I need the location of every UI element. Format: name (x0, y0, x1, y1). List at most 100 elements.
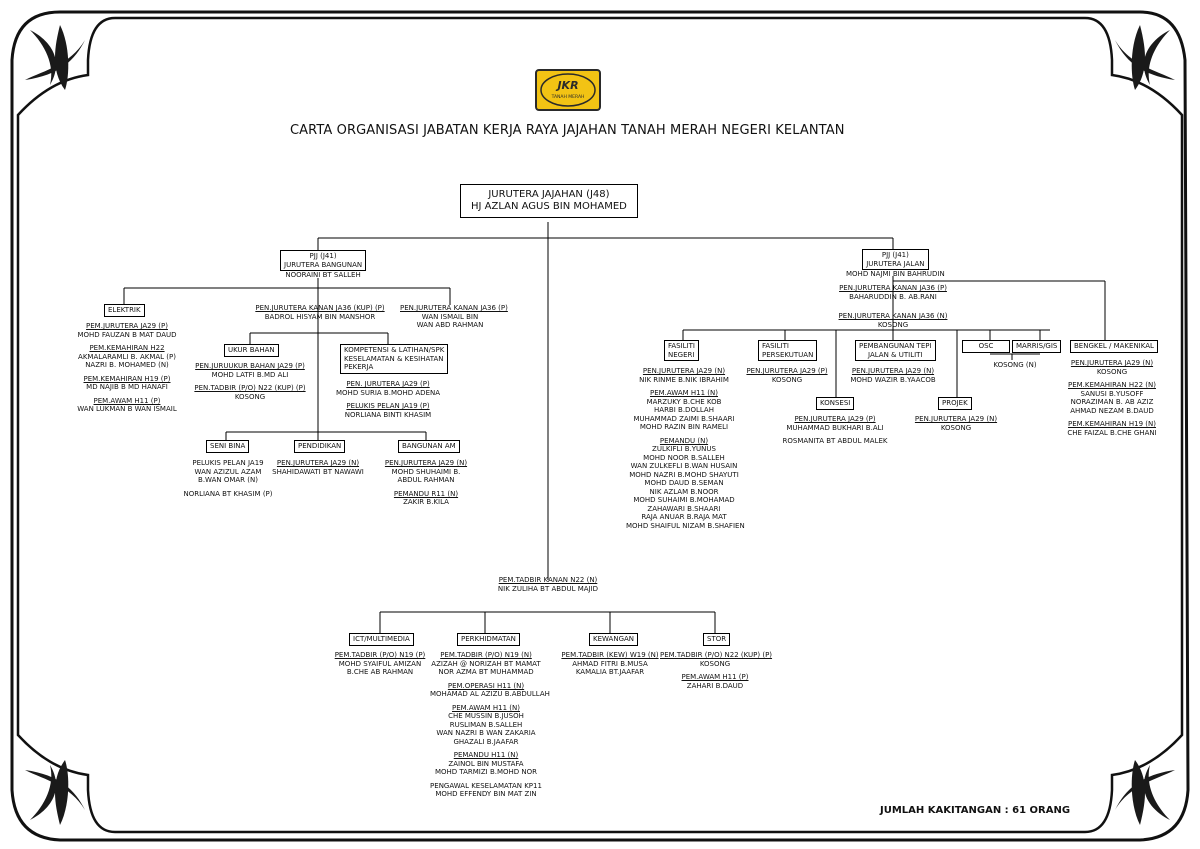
role-label: PEM.OPERASI H11 (N) (447, 681, 525, 690)
staff-name: BADROL HISYAM BIN MANSHOR (264, 312, 376, 321)
role-label: PEM.AWAM H11 (P) (93, 396, 161, 405)
staff-name: NIK ZULIHA BT ABDUL MAJID (497, 584, 599, 593)
fasiliti-negeri-staff: PEN.JURUTERA JA29 (N) NIK RINME B.NIK IB… (626, 367, 745, 530)
staff-name: KOSONG (699, 659, 731, 668)
role-label: PEN.JURUTERA JA29 (N) (276, 459, 360, 467)
staff-name: NIK RINME B.NIK IBRAHIM (639, 375, 729, 384)
jalan-ja36-n: PEN.JURUTERA KANAN JA36 (N) KOSONG (838, 312, 948, 329)
role-label: PEM.AWAM H11 (N) (649, 389, 718, 397)
role-label: PEM.AWAM H11 (N) (451, 703, 520, 712)
flourish-bottom-right-icon (1115, 760, 1175, 825)
staff-name: ZULKIFLI B.YUNUS (652, 445, 716, 453)
total-staff-count: JUMLAH KAKITANGAN : 61 ORANG (880, 805, 1071, 816)
ukur-bahan-staff: PEN.JURUUKUR BAHAN JA29 (P) MOHD LATFI B… (194, 362, 306, 401)
staff-name: MOHD RAZIN BIN RAMELI (639, 423, 729, 431)
staff-name: KOSONG (771, 375, 803, 384)
staff-name: MOHD SURIA B.MOHD ADENA (336, 388, 441, 397)
perkhidmatan-staff: PEM.TADBIR (P/O) N19 (N) AZIZAH @ NORIZA… (430, 651, 550, 799)
unit-stor-label: STOR (703, 633, 731, 646)
staff-name: B.WAN OMAR (N) (198, 476, 258, 484)
role-label: PEN.JURUTERA JA29 (P) (794, 415, 876, 423)
role-label: PEM.KEMAHIRAN H22 (89, 344, 165, 352)
staff-name: PENGAWAL KESELAMATAN KP11 (430, 781, 542, 790)
bangunan-ja36-kup: PEN.JURUTERA KANAN JA36 (KUP) (P) BADROL… (255, 304, 385, 321)
role-label: PEMANDU (N) (659, 436, 709, 445)
unit-bangunan-am-label: BANGUNAN AM (398, 440, 460, 453)
unit-perkhidmatan-label: PERKHIDMATAN (457, 633, 520, 646)
staff-name: NOR AZMA BT MUHAMMAD (438, 668, 534, 676)
staff-name: SANUSI B.YUSOFF (1080, 389, 1144, 398)
jalan-ja36-p: PEN.JURUTERA KANAN JA36 (P) BAHARUDDIN B… (838, 284, 948, 301)
flourish-top-right-icon (1115, 25, 1175, 90)
unit-label-line: PEKERJA (344, 363, 374, 371)
staff-name: MOHD SYAIFUL AMIZAN (338, 659, 422, 668)
staff-name: MOHD NOOR B.SALLEH (643, 453, 725, 462)
staff-name: MOHD WAZIR B.YAACOB (850, 375, 936, 384)
marris-gis-staff-name: KOSONG (N) (993, 361, 1037, 369)
staff-name: WAN LUKMAN B WAN ISMAIL (77, 405, 177, 413)
pendidikan-staff: PEN.JURUTERA JA29 (N) SHAHIDAWATI BT NAW… (266, 459, 370, 476)
staff-name: ZAKIR B.KILA (403, 498, 449, 506)
elektrik-staff: PEM.JURUTERA JA29 (P) MOHD FAUZAN B MAT … (72, 322, 182, 414)
chief-name: HJ AZLAN AGUS BIN MOHAMED (471, 201, 627, 212)
role-label: PEMANDU H11 (N) (453, 751, 519, 759)
staff-name: KAMALIA BT.JAAFAR (575, 668, 645, 676)
role-label: PEN.JURUTERA KANAN JA36 (N) (838, 312, 948, 320)
staff-name: MOHD SHAIFUL NIZAM B.SHAFIEN (626, 521, 745, 530)
role-label: PEN.JURUTERA JA29 (N) (1070, 359, 1154, 367)
jalan-head-grade: PJJ (J41) (881, 251, 909, 259)
konsesi-staff: PEN.JURUTERA JA29 (P) MUHAMMAD BUKHARI B… (780, 415, 890, 446)
role-label: PEN.JURUTERA JA29 (N) (851, 367, 935, 375)
staff-name: MOHD FAUZAN B MAT DAUD (77, 330, 177, 339)
staff-name: NIK AZLAM B.NOOR (649, 487, 719, 496)
admin-head: PEM.TADBIR KANAN N22 (N) NIK ZULIHA BT A… (493, 576, 603, 593)
staff-name: KOSONG (940, 423, 972, 432)
unit-label-line: FASILITI (668, 342, 695, 350)
staff-name: RAJA ANUAR B.RAJA MAT (641, 513, 727, 521)
seni-bina-staff: PELUKIS PELAN JA19 WAN AZIZUL AZAM B.WAN… (176, 459, 280, 498)
staff-name: GHAZALI B.JAAFAR (453, 737, 519, 746)
staff-name: MOHD DAUD B.SEMAN (644, 479, 724, 487)
role-label: PEN.JURUTERA JA29 (N) (642, 367, 726, 375)
unit-fasiliti-persekutuan-label: FASILITI PERSEKUTUAN (758, 340, 818, 361)
unit-ict-label: ICT/MULTIMEDIA (349, 633, 414, 646)
role-label: PEM.TADBIR (P/O) N22 (KUP) (P) (660, 651, 773, 659)
staff-name: WAN ABD RAHMAN (416, 321, 484, 329)
role-label: PEN.JURUUKUR BAHAN JA29 (P) (195, 362, 305, 370)
role-label: PEN.JURUTERA JA29 (P) (746, 367, 828, 375)
bangunan-head-name: NOORAINI BT SALLEH (285, 271, 361, 279)
unit-projek-label: PROJEK (938, 397, 972, 410)
chief-role: JURUTERA JAJAHAN (J48) (488, 189, 610, 200)
pembangunan-staff: PEN.JURUTERA JA29 (N) MOHD WAZIR B.YAACO… (846, 367, 940, 384)
staff-name: ZAHAWARI B.SHAARI (647, 504, 721, 513)
staff-name: ZAHARI B.DAUD (686, 681, 744, 690)
staff-name: MOHD SUHAIMI B.MOHAMAD (633, 496, 735, 504)
role-label: PEN.TADBIR (P/O) N22 (KUP) (P) (194, 384, 306, 392)
bangunan-head: PJJ (J41) JURUTERA BANGUNAN NOORAINI BT … (280, 250, 367, 280)
role-label: PEN.JURUTERA KANAN JA36 (KUP) (P) (255, 304, 385, 312)
staff-name: ABDUL RAHMAN (397, 476, 455, 484)
role-label: PEM.KEMAHIRAN H19 (N) (1067, 420, 1156, 428)
unit-label-line: JALAN & UTILITI (868, 350, 923, 359)
role-label: PEM.KEMAHIRAN H22 (N) (1067, 381, 1156, 389)
jalan-head-name: MOHD NAJMI BIN BAHRUDIN (846, 270, 945, 278)
role-label: PEM.AWAM H11 (P) (681, 673, 749, 681)
chief-box: JURUTERA JAJAHAN (J48) HJ AZLAN AGUS BIN… (460, 184, 638, 218)
unit-label-line: PERSEKUTUAN (762, 350, 814, 359)
staff-name: ROSMANITA BT ABDUL MALEK (782, 437, 888, 445)
ict-staff: PEM.TADBIR (P/O) N19 (P) MOHD SYAIFUL AM… (332, 651, 428, 677)
stor-staff: PEM.TADBIR (P/O) N22 (KUP) (P) KOSONG PE… (660, 651, 773, 690)
role-label: PELUKIS PELAN JA19 (P) (346, 402, 430, 410)
role-label: PEM.TADBIR (KEW) W19 (N) (561, 651, 659, 659)
role-label: PEM.TADBIR KANAN N22 (N) (498, 576, 598, 584)
unit-label-line: FASILITI (762, 342, 789, 350)
staff-name: NORAZIMAN B. AB AZIZ (1070, 398, 1154, 406)
kewangan-staff: PEM.TADBIR (KEW) W19 (N) AHMAD FITRI B.M… (560, 651, 660, 677)
staff-name: PELUKIS PELAN JA19 (192, 459, 264, 467)
staff-name: MOHD NAZRI B.MOHD SHAYUTI (629, 470, 739, 479)
fasiliti-persekutuan-staff: PEN.JURUTERA JA29 (P) KOSONG (740, 367, 834, 384)
bengkel-staff: PEN.JURUTERA JA29 (N) KOSONG PEM.KEMAHIR… (1060, 359, 1164, 437)
staff-name: NORLIANA BINTI KHASIM (344, 410, 432, 419)
staff-name: NAZRI B. MOHAMED (N) (85, 361, 169, 369)
staff-name: SHAHIDAWATI BT NAWAWI (272, 467, 364, 476)
